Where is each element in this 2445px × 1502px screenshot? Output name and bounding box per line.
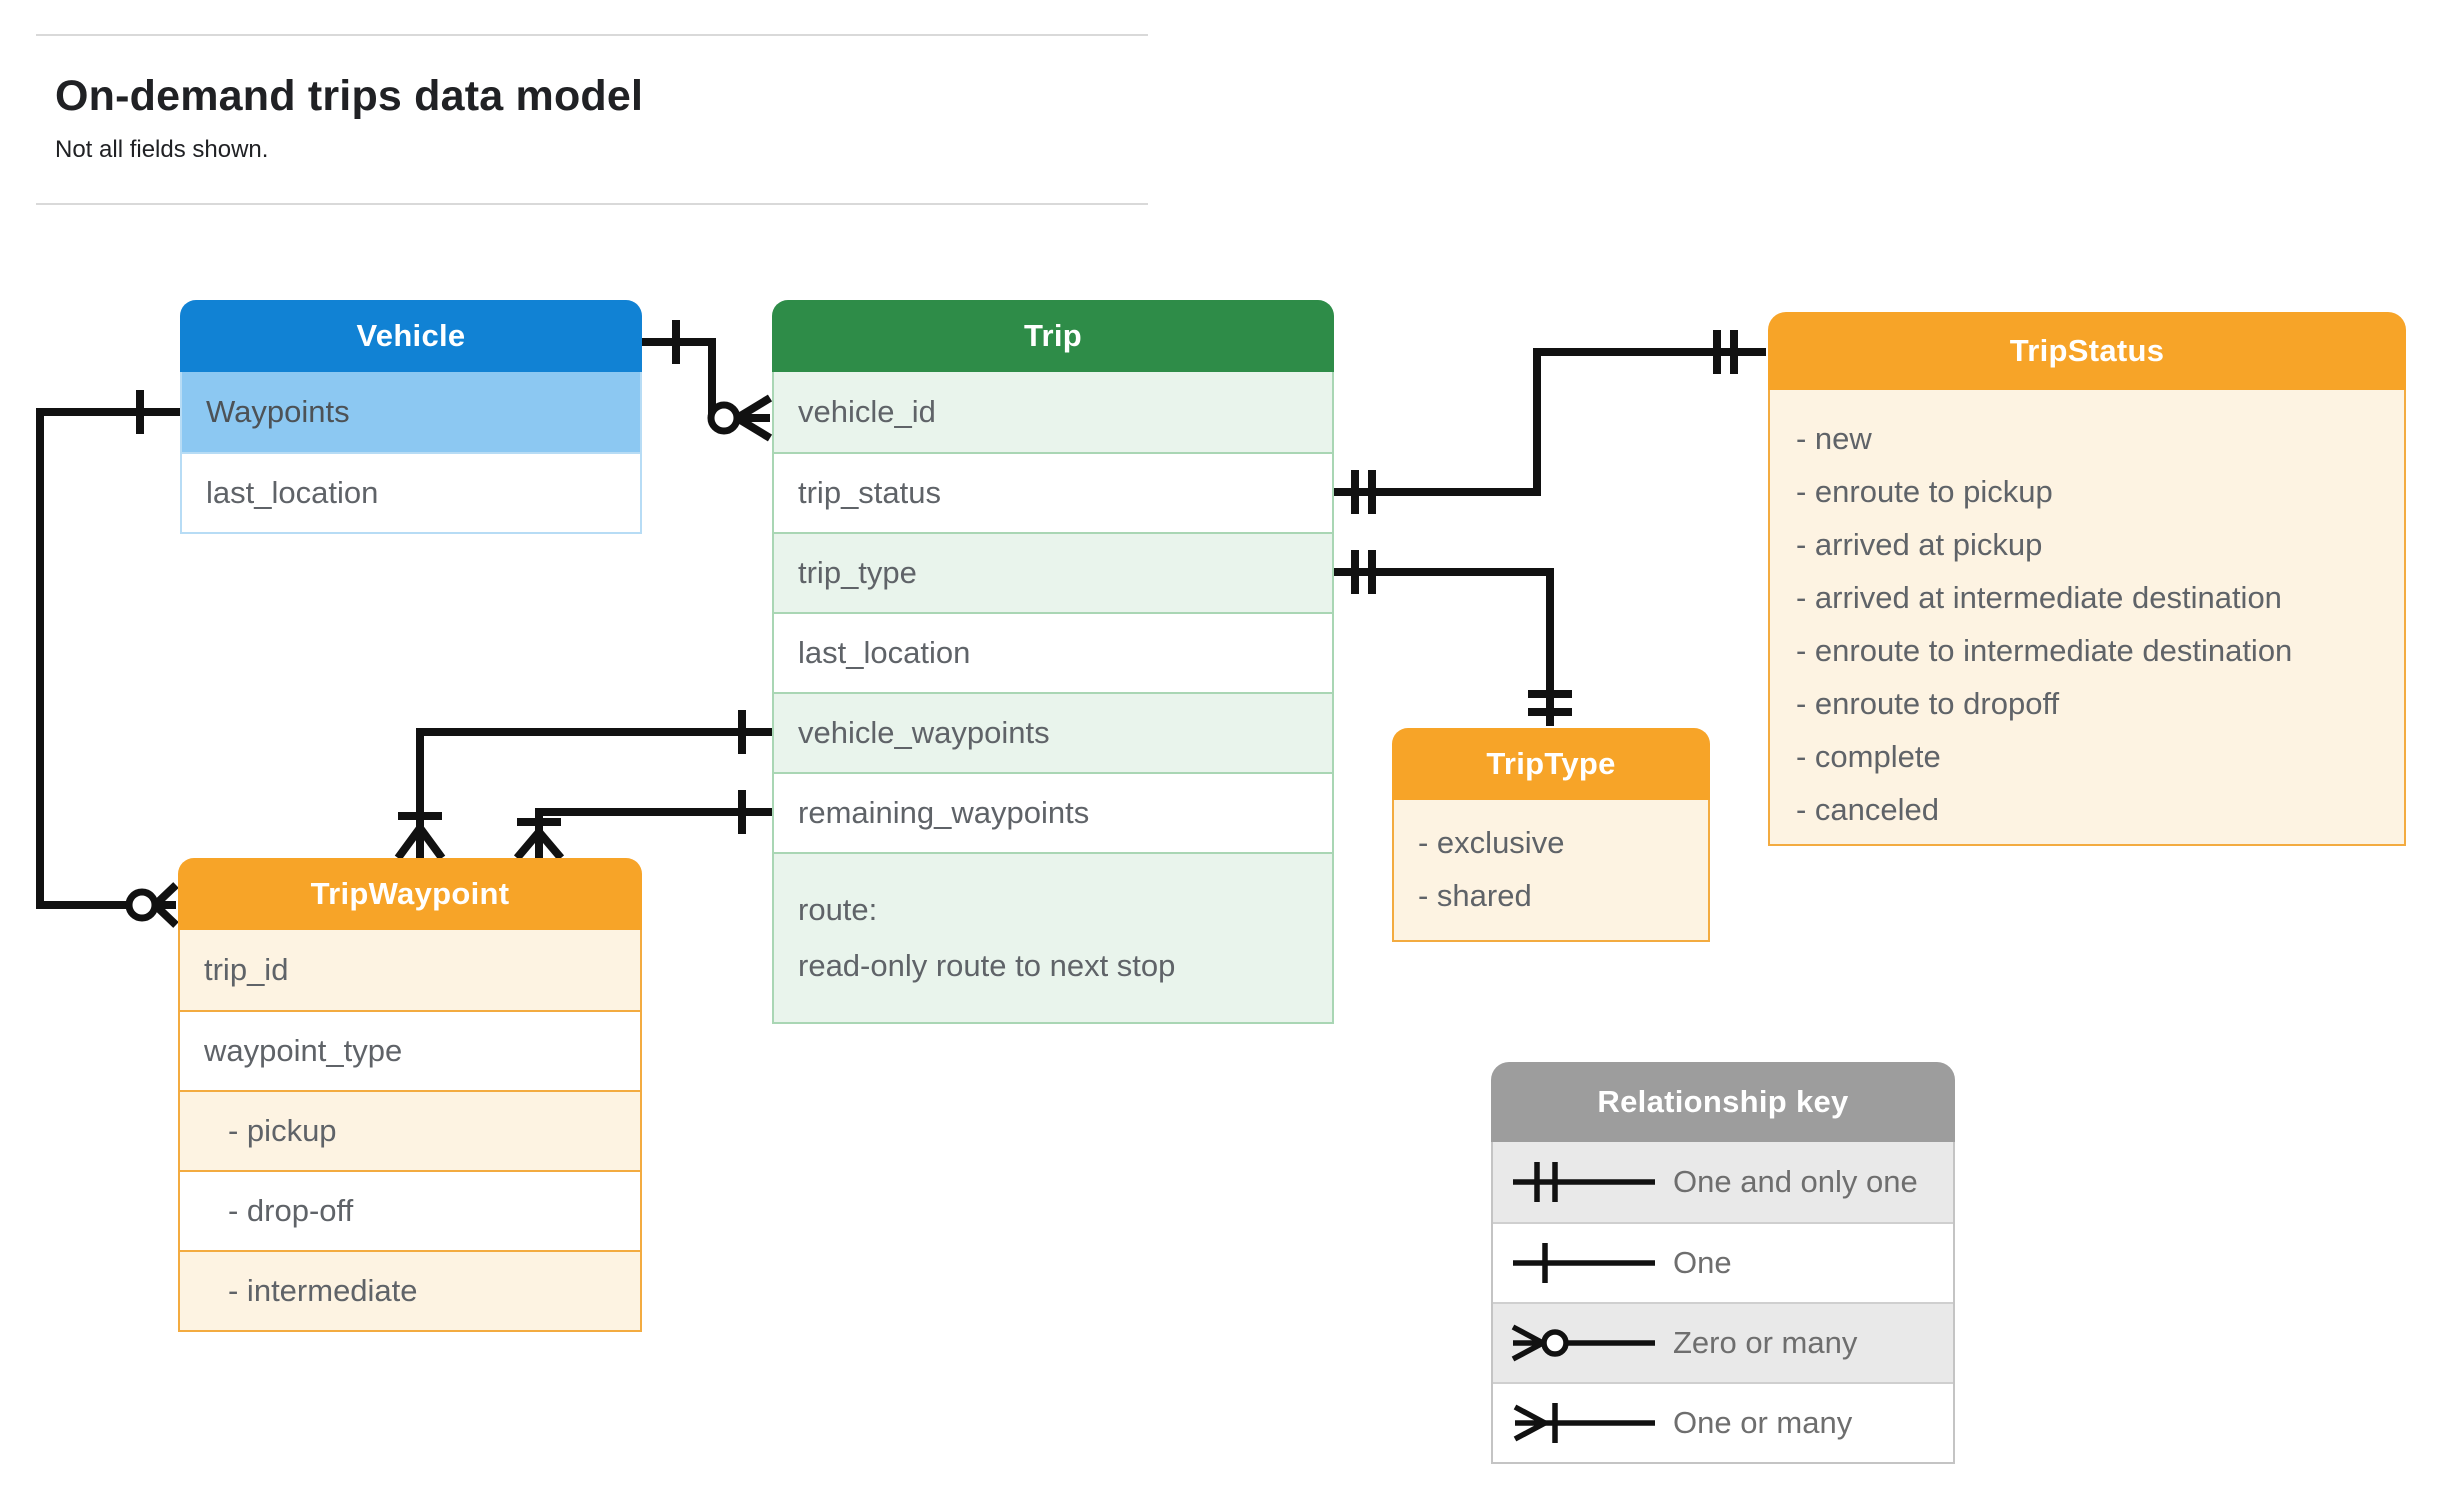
one-icon — [1513, 1243, 1655, 1283]
relationship-key-body: One and only one One Zero or many — [1491, 1142, 1955, 1464]
entity-triptype: TripType - exclusive - shared — [1392, 728, 1710, 942]
field-row-last-location: last_location — [182, 452, 640, 532]
one-or-many-icon — [1513, 1403, 1655, 1443]
enum-drop-off: - drop-off — [180, 1170, 640, 1250]
relationship-key: Relationship key One and only one One — [1491, 1062, 1955, 1464]
field-row-route: route: read-only route to next stop — [774, 852, 1332, 1022]
field-row-vehicle-id: vehicle_id — [774, 372, 1332, 452]
page-subtitle: Not all fields shown. — [55, 136, 269, 163]
zero-or-many-icon — [1511, 1324, 1655, 1362]
field-row-trip-type: trip_type — [774, 532, 1332, 612]
route-description: read-only route to next stop — [798, 948, 1176, 983]
enum-complete: - complete — [1796, 739, 1941, 774]
top-divider — [36, 34, 1148, 36]
enum-new: - new — [1796, 421, 1872, 456]
legend-label: One and only one — [1673, 1164, 1918, 1199]
field-row-last-location: last_location — [774, 612, 1332, 692]
legend-row-one: One — [1493, 1222, 1953, 1302]
connector-trip-vehicle-waypoints-to-tripwaypoint — [394, 710, 772, 861]
connector-trip-status-to-tripstatus — [1334, 330, 1766, 514]
enum-canceled: - canceled — [1796, 792, 1940, 827]
entity-triptype-body: - exclusive - shared — [1392, 800, 1710, 942]
legend-row-one-and-only-one: One and only one — [1493, 1142, 1953, 1222]
entity-tripwaypoint-header: TripWaypoint — [178, 858, 642, 930]
enum-enroute-to-intermediate-destination: - enroute to intermediate destination — [1796, 633, 2293, 668]
entity-vehicle-header: Vehicle — [180, 300, 642, 372]
entity-triptype-header: TripType — [1392, 728, 1710, 800]
relationship-key-header: Relationship key — [1491, 1062, 1955, 1142]
connector-vehicle-to-trip-vehicle-id — [642, 320, 773, 442]
enum-shared: - shared — [1418, 878, 1532, 913]
entity-tripstatus-body: - new - enroute to pickup - arrived at p… — [1768, 390, 2406, 846]
connector-trip-remaining-waypoints-to-tripwaypoint — [513, 790, 772, 861]
field-row-trip-status: trip_status — [774, 452, 1332, 532]
entity-vehicle-body: Waypoints last_location — [180, 372, 642, 534]
route-label: route: — [798, 892, 878, 927]
entity-vehicle: Vehicle Waypoints last_location — [180, 300, 642, 534]
enum-enroute-to-dropoff: - enroute to dropoff — [1796, 686, 2060, 721]
field-row-remaining-waypoints: remaining_waypoints — [774, 772, 1332, 852]
field-row-vehicle-waypoints: vehicle_waypoints — [774, 692, 1332, 772]
entity-tripwaypoint: TripWaypoint trip_id waypoint_type - pic… — [178, 858, 642, 1332]
enum-exclusive: - exclusive — [1418, 825, 1565, 860]
legend-label: Zero or many — [1673, 1325, 1858, 1360]
enum-intermediate: - intermediate — [180, 1250, 640, 1330]
entity-tripstatus-header: TripStatus — [1768, 312, 2406, 390]
legend-label: One or many — [1673, 1405, 1853, 1440]
entity-trip-header: Trip — [772, 300, 1334, 372]
enum-arrived-at-pickup: - arrived at pickup — [1796, 527, 2043, 562]
enum-arrived-at-intermediate-destination: - arrived at intermediate destination — [1796, 580, 2282, 615]
page-title: On-demand trips data model — [55, 72, 644, 120]
entity-tripstatus: TripStatus - new - enroute to pickup - a… — [1768, 312, 2406, 846]
field-row-waypoint-type: waypoint_type — [180, 1010, 640, 1090]
entity-trip: Trip vehicle_id trip_status trip_type la… — [772, 300, 1334, 1024]
connector-vehicle-waypoints-to-tripwaypoint — [36, 390, 180, 928]
legend-row-zero-or-many: Zero or many — [1493, 1302, 1953, 1382]
connector-trip-type-to-triptype — [1334, 550, 1572, 726]
legend-label: One — [1673, 1245, 1732, 1280]
enum-enroute-to-pickup: - enroute to pickup — [1796, 474, 2053, 509]
one-and-only-one-icon — [1513, 1162, 1655, 1202]
title-divider — [36, 203, 1148, 205]
field-row-trip-id: trip_id — [180, 930, 640, 1010]
entity-tripwaypoint-body: trip_id waypoint_type - pickup - drop-of… — [178, 930, 642, 1332]
entity-trip-body: vehicle_id trip_status trip_type last_lo… — [772, 372, 1334, 1024]
enum-pickup: - pickup — [180, 1090, 640, 1170]
field-row-waypoints: Waypoints — [182, 372, 640, 452]
legend-row-one-or-many: One or many — [1493, 1382, 1953, 1462]
